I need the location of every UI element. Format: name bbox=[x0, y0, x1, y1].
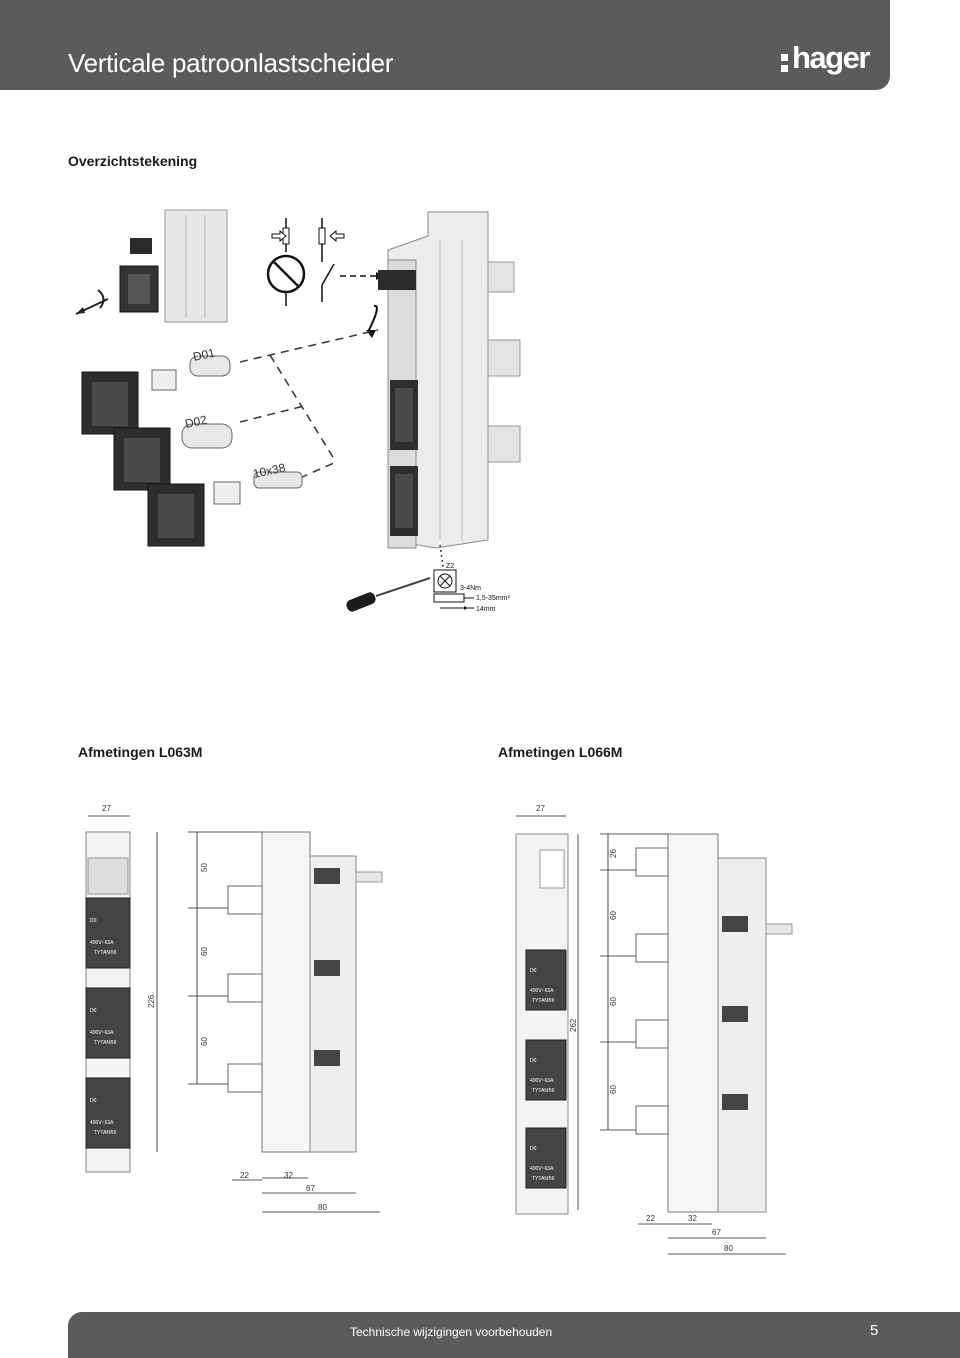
fuse-label-10x38: 10x38 bbox=[252, 460, 287, 481]
l066m-module-2-rating: 400V~63A bbox=[530, 1078, 554, 1084]
switch-symbol bbox=[318, 218, 345, 302]
l063m-side-view bbox=[227, 831, 383, 1153]
l063m-module-3-brand: TYTAN®II bbox=[94, 1129, 116, 1136]
l066m-depth-a: 22 bbox=[646, 1214, 655, 1223]
terminal-detail bbox=[433, 569, 474, 610]
l066m-side-view bbox=[635, 833, 793, 1213]
page-footer: Technische wijzigingen voorbehouden 5 bbox=[68, 1312, 960, 1358]
l063m-module-2-rating: 400V~63A bbox=[90, 1030, 114, 1036]
terminal-cross-section: 1,5-35mm² bbox=[476, 595, 511, 602]
l063m-depth-d: 80 bbox=[318, 1203, 327, 1212]
l063m-module-1-size: D0 bbox=[90, 918, 97, 924]
l066m-module-1-rating: 400V~63A bbox=[530, 988, 554, 994]
l066m-depth-b: 32 bbox=[688, 1214, 697, 1223]
dims-l063m-title: Afmetingen L063M bbox=[78, 744, 203, 760]
logo-dot-top bbox=[781, 54, 788, 61]
fuse-carrier-1 bbox=[81, 355, 231, 435]
l066m-module-2-size: D0 bbox=[530, 1058, 537, 1064]
overview-title: Overzichtstekening bbox=[68, 153, 198, 169]
l063m-module-2-brand: TYTAN®II bbox=[94, 1039, 116, 1046]
page-title: Verticale patroonlastscheider bbox=[68, 48, 394, 78]
l066m-dimension-drawing: D0 400V~63A TYTAN®II D0 400V~63A TYTAN®I… bbox=[515, 804, 793, 1255]
l063m-dimension-lines bbox=[88, 815, 380, 1213]
footer-note: Technische wijzigingen voorbehouden bbox=[350, 1325, 553, 1339]
l066m-module-3-rating: 400V~63A bbox=[530, 1166, 554, 1172]
l063m-pitch-2: 60 bbox=[200, 1037, 209, 1046]
terminal-label: Z2 bbox=[446, 563, 454, 570]
l063m-module-3-size: D0 bbox=[90, 1098, 97, 1104]
l063m-depth-b: 32 bbox=[284, 1171, 293, 1180]
l066m-depth-c: 67 bbox=[712, 1228, 721, 1237]
l063m-front-width: 27 bbox=[102, 804, 111, 813]
hager-logo: hager bbox=[778, 40, 878, 84]
l066m-pitch-2: 60 bbox=[609, 997, 618, 1006]
l063m-depth-c: 67 bbox=[306, 1184, 315, 1193]
l066m-front-width: 27 bbox=[536, 804, 545, 813]
dims-l066m-title: Afmetingen L066M bbox=[498, 744, 623, 760]
l063m-pitch-top: 50 bbox=[200, 863, 209, 872]
l066m-front-view bbox=[515, 833, 569, 1215]
l066m-module-2-brand: TYTAN®II bbox=[532, 1087, 554, 1094]
l063m-module-3-rating: 400V~63A bbox=[90, 1120, 114, 1126]
prohibition-symbol bbox=[266, 218, 306, 306]
logo-dot-bottom bbox=[781, 65, 788, 72]
page-number: 5 bbox=[870, 1322, 879, 1339]
l063m-front-view bbox=[85, 831, 131, 1173]
l066m-pitch-top: 26 bbox=[609, 849, 618, 858]
fuse-carrier-2 bbox=[113, 423, 233, 491]
l063m-dimension-drawing: D0 400V~63A TYTAN®II D0 400V~63A TYTAN®I… bbox=[85, 804, 383, 1213]
l063m-module-1-brand: TYTAN®II bbox=[94, 949, 116, 956]
l063m-module-2-size: D0 bbox=[90, 1008, 97, 1014]
overview-drawing: D01 D02 10x38 Z2 3-4Nm 1,5-35mm² 14mm bbox=[75, 209, 521, 613]
l066m-depth-d: 80 bbox=[724, 1244, 733, 1253]
l066m-module-3-size: D0 bbox=[530, 1146, 537, 1152]
terminal-strip-length: 14mm bbox=[476, 606, 496, 613]
fuse-carrier-3 bbox=[147, 471, 303, 547]
switch-disconnector-body bbox=[366, 211, 521, 549]
fuse-label-d02: D02 bbox=[184, 413, 209, 431]
insertion-guide-lines bbox=[239, 329, 446, 581]
screwdriver-icon bbox=[346, 577, 431, 612]
page-header: Verticale patroonlastscheider hager bbox=[0, 0, 890, 90]
switch-detail-illustration bbox=[75, 209, 228, 323]
l066m-pitch-3: 60 bbox=[609, 1085, 618, 1094]
l063m-pitch-1: 60 bbox=[200, 947, 209, 956]
l066m-module-1-size: D0 bbox=[530, 968, 537, 974]
l066m-height-total: 262 bbox=[569, 1018, 578, 1032]
l066m-dimension-lines bbox=[516, 815, 786, 1255]
logo-text: hager bbox=[792, 40, 870, 75]
l066m-module-3-brand: TYTAN®II bbox=[532, 1175, 554, 1182]
l063m-depth-a: 22 bbox=[240, 1171, 249, 1180]
terminal-torque: 3-4Nm bbox=[460, 585, 481, 592]
l066m-module-1-brand: TYTAN®II bbox=[532, 997, 554, 1004]
l063m-height-total: 226 bbox=[147, 994, 156, 1008]
l066m-pitch-1: 60 bbox=[609, 911, 618, 920]
l063m-module-1-rating: 400V~63A bbox=[90, 940, 114, 946]
fuse-label-d01: D01 bbox=[192, 346, 217, 364]
